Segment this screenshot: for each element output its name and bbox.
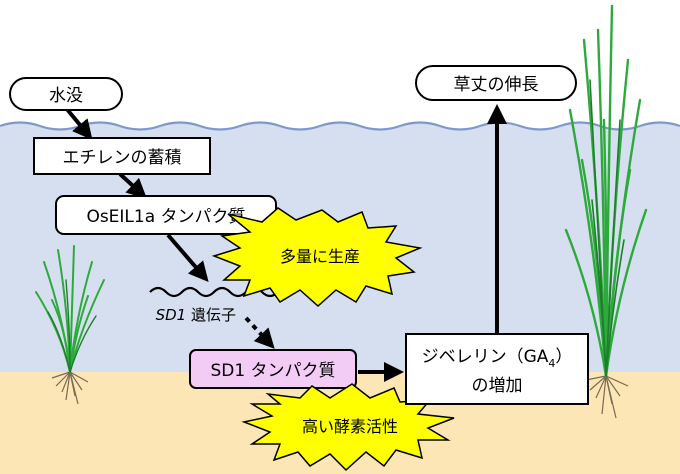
tall-rice-plant: [564, 4, 648, 419]
gibberellin-text: ジベレリン（GA: [422, 347, 549, 367]
small-rice-plant: [35, 245, 105, 405]
node-plant-height: 草丈の伸長: [415, 65, 577, 101]
sd1-gene-italic: SD1: [156, 306, 187, 324]
node-oseil1a-label: OsEIL1a タンパク質: [86, 207, 245, 227]
starburst-high-activity: 高い酵素活性: [241, 383, 455, 472]
water-wave-line: [0, 121, 680, 131]
node-plant-height-label: 草丈の伸長: [454, 75, 539, 95]
arrow-submergence-to-ethylene: [64, 106, 93, 141]
node-gibberellin: ジベレリン（GA4） の増加: [405, 333, 589, 405]
arrow-ethylene-to-oseil1a: [118, 172, 147, 199]
node-ethylene: エチレンの蓄積: [33, 137, 211, 175]
gibberellin-close-paren: ）: [555, 347, 572, 367]
mass-production-label: 多量に生産: [280, 247, 360, 266]
node-sd1-protein: SD1 タンパク質: [189, 349, 357, 389]
arrows: [64, 104, 507, 382]
starburst-mass-production: 多量に生産: [211, 207, 423, 308]
sd1-gene-label: SD1 遺伝子: [156, 306, 236, 324]
gibberellin-line2: の増加: [472, 376, 523, 396]
node-submergence: 水没: [9, 77, 123, 111]
node-oseil1a: OsEIL1a タンパク質: [55, 195, 277, 235]
gibberellin-subscript: 4: [548, 357, 555, 370]
node-sd1-protein-label: SD1 タンパク質: [210, 361, 335, 381]
high-activity-label: 高い酵素活性: [302, 417, 398, 436]
gibberellin-line1: ジベレリン（GA4）: [422, 347, 573, 370]
arrow-gene-to-protein: [244, 316, 275, 349]
node-ethylene-label: エチレンの蓄積: [63, 148, 182, 168]
arrow-oseil1a-to-gene: [166, 233, 209, 283]
node-submergence-label: 水没: [49, 86, 83, 106]
sd1-gene-rest: 遺伝子: [186, 306, 236, 324]
svg-text:SD1 遺伝子: SD1 遺伝子: [156, 306, 236, 324]
